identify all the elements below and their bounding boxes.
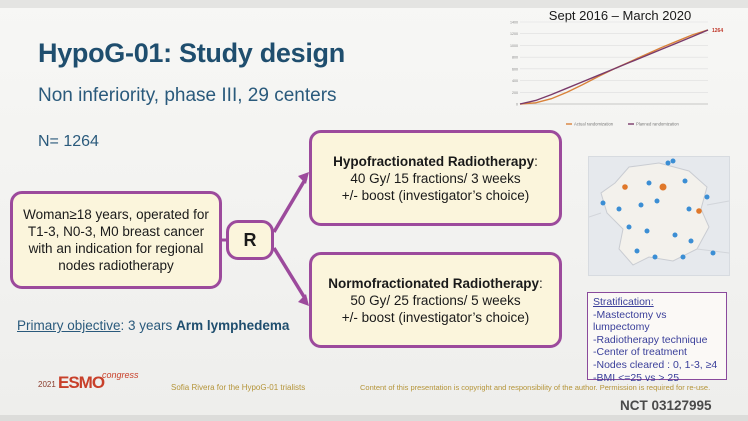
logo-suffix: congress [102, 370, 139, 380]
slide-title: HypoG-01: Study design [38, 38, 345, 68]
chart-y-tick-label: 0 [516, 103, 518, 107]
hypo-arm-dose: 40 Gy/ 15 fractions/ 3 weeks [350, 170, 521, 186]
stratification-heading: Stratification: [593, 296, 654, 308]
stratification-item: -BMI <=25 vs > 25 [593, 371, 680, 384]
normo-arm-name: Normofractionated Radiotherapy [328, 275, 539, 291]
recruitment-chart: Sept 2016 – March 2020 0 200 400 600 800 1000 1… [508, 6, 733, 131]
arrow-to-normo [272, 247, 308, 301]
hypo-arm-heading: Hypofractionated Radiotherapy: [312, 153, 559, 170]
chart-series-line-1 [519, 29, 709, 105]
stratification-item: -Center of treatment [593, 346, 687, 359]
chart-y-tick-label: 1000 [510, 44, 518, 48]
population-box: Woman≥18 years, operated for T1-3, N0-3,… [10, 191, 222, 289]
top-bar [0, 0, 748, 8]
chart-title: Sept 2016 – March 2020 [549, 8, 691, 23]
randomization-label: R [243, 229, 257, 250]
normo-arm-colon: : [539, 275, 543, 291]
nct-number: NCT 03127995 [620, 398, 712, 413]
normo-arm-dose: 50 Gy/ 25 fractions/ 5 weeks [350, 292, 521, 308]
hypofractionated-arm-box: Hypofractionated Radiotherapy: 40 Gy/ 15… [309, 130, 562, 226]
normo-arm-boost: +/- boost (investigator’s choice) [341, 309, 530, 325]
centers-map [588, 156, 730, 276]
randomization-box: R [226, 220, 274, 260]
arrow-head-normo [298, 294, 309, 306]
hypo-arm-boost: +/- boost (investigator’s choice) [341, 187, 530, 203]
slide-subtitle: Non inferiority, phase III, 29 centers [38, 85, 337, 106]
objective-sep: : 3 years [120, 318, 177, 333]
bottom-strip [0, 415, 748, 421]
chart-legend-label: Planned randomization [636, 122, 680, 127]
sample-size: N= 1264 [38, 133, 99, 150]
chart-y-tick-label: 200 [512, 91, 518, 95]
footer-copyright: Content of this presentation is copyrigh… [360, 383, 711, 392]
stratification-item: -Nodes cleared : 0, 1-3, ≥4 [593, 358, 718, 371]
logo-name: ESMO [58, 373, 105, 392]
normofractionated-arm-box: Normofractionated Radiotherapy: 50 Gy/ 2… [309, 252, 562, 348]
hypo-arm-colon: : [534, 153, 538, 169]
chart-y-tick-label: 400 [512, 79, 518, 83]
objective-key: Primary objective [17, 318, 121, 333]
arrow-head-hypo [298, 172, 309, 184]
chart-legend-label: Actual randomization [574, 122, 614, 127]
france-map-icon [589, 157, 729, 275]
logo-year: 2021 [38, 380, 56, 389]
stratification-box: Stratification: -Mastectomy vs lumpectom… [587, 292, 727, 384]
primary-objective: Primary objective: 3 years Arm lymphedem… [17, 318, 289, 333]
chart-y-tick-label: 1400 [510, 21, 518, 25]
stratification-item: -Mastectomy vs lumpectomy [593, 308, 667, 334]
normo-arm-heading: Normofractionated Radiotherapy: [312, 275, 559, 292]
arrow-to-hypo [272, 177, 308, 233]
objective-value: Arm lymphedema [176, 318, 290, 333]
hypo-arm-name: Hypofractionated Radiotherapy [333, 153, 535, 169]
footer-author: Sofia Rivera for the HypoG-01 trialists [171, 383, 306, 392]
stratification-item: -Radiotherapy technique [593, 333, 708, 346]
chart-y-tick-label: 1200 [510, 32, 518, 36]
population-text: Woman≥18 years, operated for T1-3, N0-3,… [23, 207, 209, 273]
chart-y-tick-label: 800 [512, 56, 518, 60]
chart-y-tick-label: 600 [512, 67, 518, 71]
recruitment-chart-svg: Sept 2016 – March 2020 0 200 400 600 800 1000 1… [510, 8, 723, 127]
chart-end-label: 1264 [712, 28, 723, 34]
